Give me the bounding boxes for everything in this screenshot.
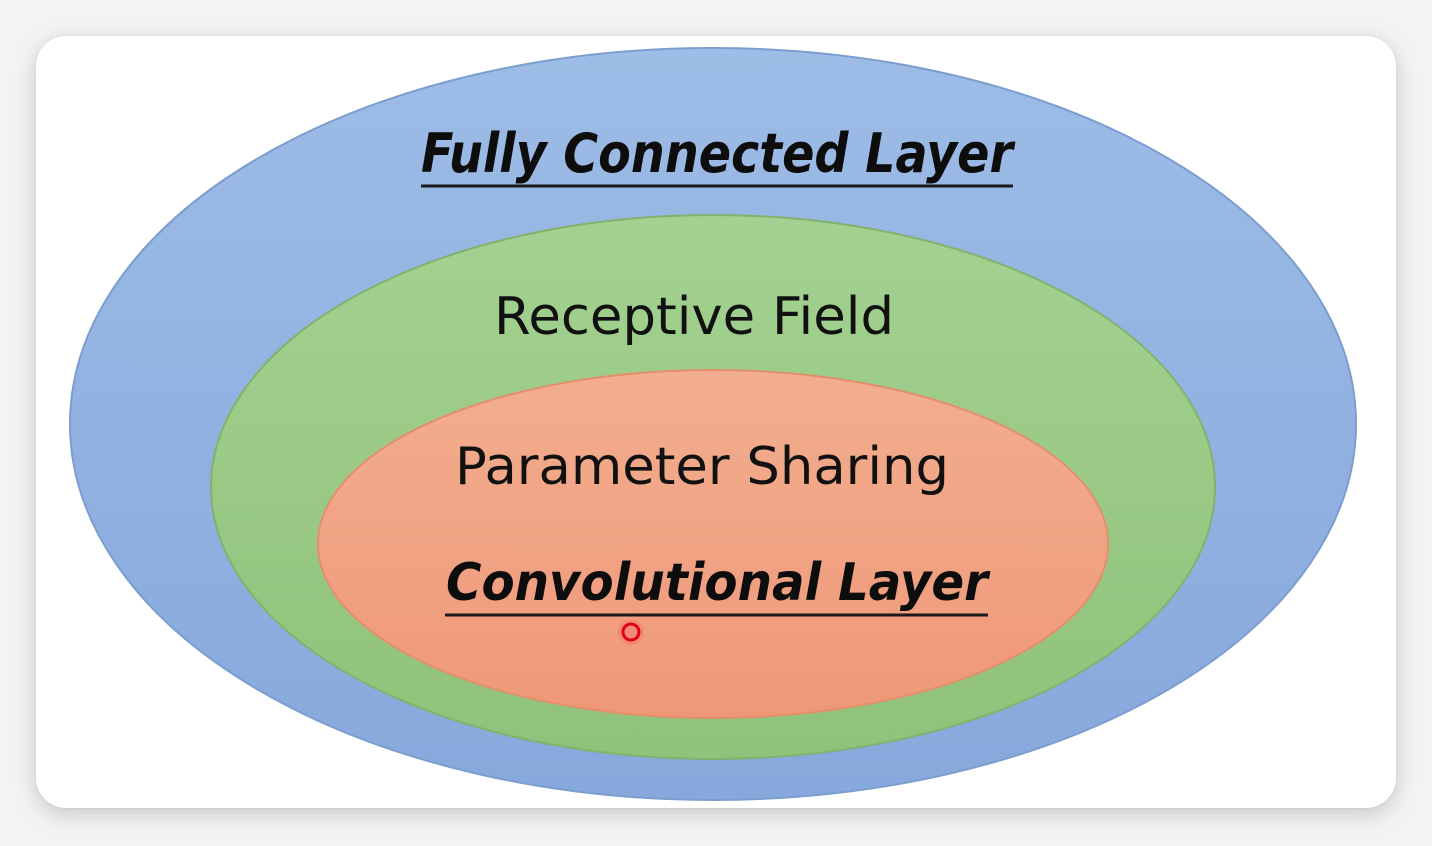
outer-label: Fully Connected Layer (421, 122, 1016, 185)
inner-label: Parameter Sharing (455, 437, 949, 497)
cursor-pointer-icon (618, 619, 644, 645)
middle-label: Receptive Field (494, 287, 894, 347)
core-label: Convolutional Layer (446, 553, 991, 613)
inner-ellipse (317, 369, 1109, 719)
